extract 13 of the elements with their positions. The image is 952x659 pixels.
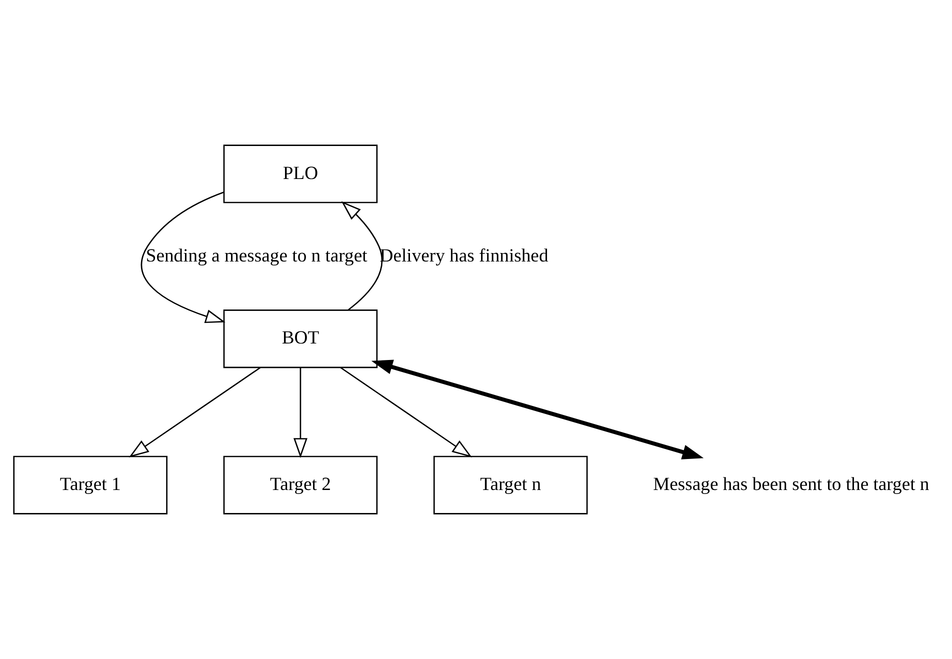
node-box: Target n: [433, 456, 588, 514]
node-box: PLO: [223, 144, 378, 204]
edge-label: Sending a message to n target: [146, 245, 368, 266]
arrow: [141, 192, 226, 324]
node-text: Message has been sent to the target n: [653, 474, 930, 496]
node-box: Target 2: [223, 456, 378, 514]
arrow: [128, 366, 261, 458]
arrow: [371, 360, 704, 460]
node-box: BOT: [223, 310, 378, 368]
arrow: [340, 366, 472, 458]
arrow: [293, 368, 308, 458]
node-box: Target 1: [13, 456, 168, 514]
arrow: [341, 201, 383, 310]
